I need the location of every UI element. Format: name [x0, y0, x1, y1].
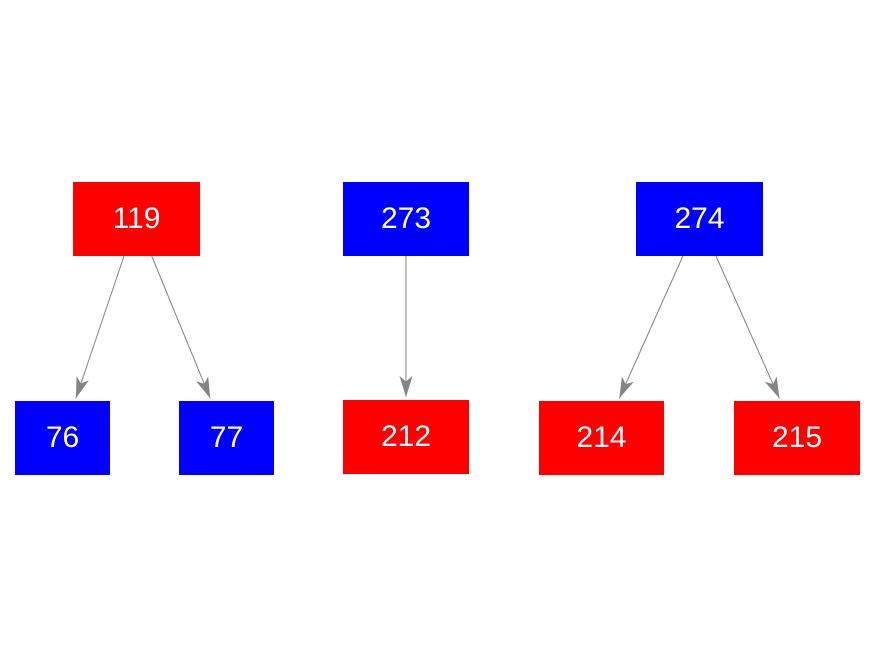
graph-node-273[interactable]: 273: [343, 182, 469, 256]
edge-arrow-274-215: [715, 255, 780, 399]
graph-node-214[interactable]: 214: [539, 401, 664, 475]
graph-node-212[interactable]: 212: [343, 400, 469, 474]
edge-arrow-119-77: [151, 255, 211, 399]
edge-arrow-274-214: [618, 255, 684, 399]
edge-arrow-119-76: [75, 255, 125, 399]
graph-node-76[interactable]: 76: [15, 401, 110, 475]
graph-node-215[interactable]: 215: [734, 401, 860, 475]
graph-node-119[interactable]: 119: [73, 182, 200, 256]
graph-node-274[interactable]: 274: [636, 182, 763, 256]
graph-node-77[interactable]: 77: [179, 401, 274, 475]
